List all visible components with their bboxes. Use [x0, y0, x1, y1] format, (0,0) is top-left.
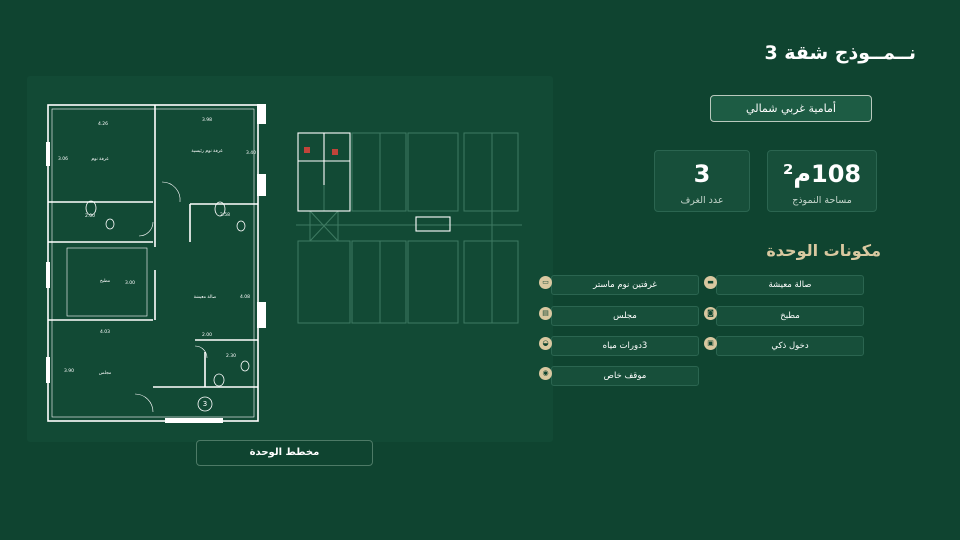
seating-icon: ▤: [539, 307, 552, 320]
room-label: غرفة نوم رئيسية: [191, 149, 223, 154]
feature-kitchen: مطبخ: [716, 306, 864, 326]
bed-icon: ▭: [539, 276, 552, 289]
area-label: مساحة النموذج: [792, 195, 852, 206]
sofa-icon: ▬: [704, 276, 717, 289]
dimension-label: 4.03: [100, 329, 110, 335]
kitchen-icon: ◙: [704, 307, 717, 320]
bath-icon: ◒: [539, 337, 552, 350]
plans-panel: [27, 76, 553, 442]
unit-floorplan[interactable]: غرفة نوم غرفة نوم رئيسية مطبخ صالة معيشة…: [45, 102, 267, 424]
area-stat-card: 108م² مساحة النموذج: [767, 150, 877, 212]
dimension-label: 3.00: [125, 280, 135, 286]
orientation-tag: أمامية غربي شمالي: [710, 95, 872, 122]
feature-smart-entry: دخول ذكي: [716, 336, 864, 356]
parking-icon: ◉: [539, 367, 552, 380]
page-title: نــمــوذج شقة 3: [764, 42, 916, 64]
dimension-label: 2.58: [220, 212, 230, 218]
area-value: 108م²: [782, 160, 862, 188]
plan-label: مخطط الوحدة: [196, 440, 373, 466]
dimension-label: 3.98: [202, 117, 212, 123]
rooms-stat-card: 3 عدد الغرف: [654, 150, 750, 212]
feature-parking: موقف خاص: [551, 366, 699, 386]
dimension-label: 4.26: [98, 121, 108, 127]
dimension-label: 2.00: [202, 332, 212, 338]
dimension-label: 4.08: [240, 294, 250, 300]
room-label: صالة معيشة: [194, 295, 217, 300]
feature-living-room: صالة معيشة: [716, 275, 864, 295]
dimension-label: 3.90: [64, 368, 74, 374]
dimension-label: 2.30: [226, 353, 236, 359]
building-siteplan: [296, 132, 522, 324]
feature-master-bedrooms: غرفتين نوم ماستر: [551, 275, 699, 295]
feature-majlis: مجلس: [551, 306, 699, 326]
smart-lock-icon: ▣: [704, 337, 717, 350]
dimension-label: 2.00: [85, 213, 95, 219]
room-label: مجلس: [99, 371, 112, 376]
dimension-label: 3.06: [58, 156, 68, 162]
components-heading: مكونات الوحدة: [766, 241, 881, 260]
rooms-value: 3: [693, 160, 711, 188]
dimension-label: 3.40: [246, 150, 256, 156]
rooms-label: عدد الغرف: [680, 195, 724, 206]
room-label: غرفة نوم: [91, 157, 109, 162]
unit-number: 3: [203, 400, 207, 408]
room-label: مطبخ: [100, 279, 111, 284]
feature-bathrooms: 3دورات مياه: [551, 336, 699, 356]
